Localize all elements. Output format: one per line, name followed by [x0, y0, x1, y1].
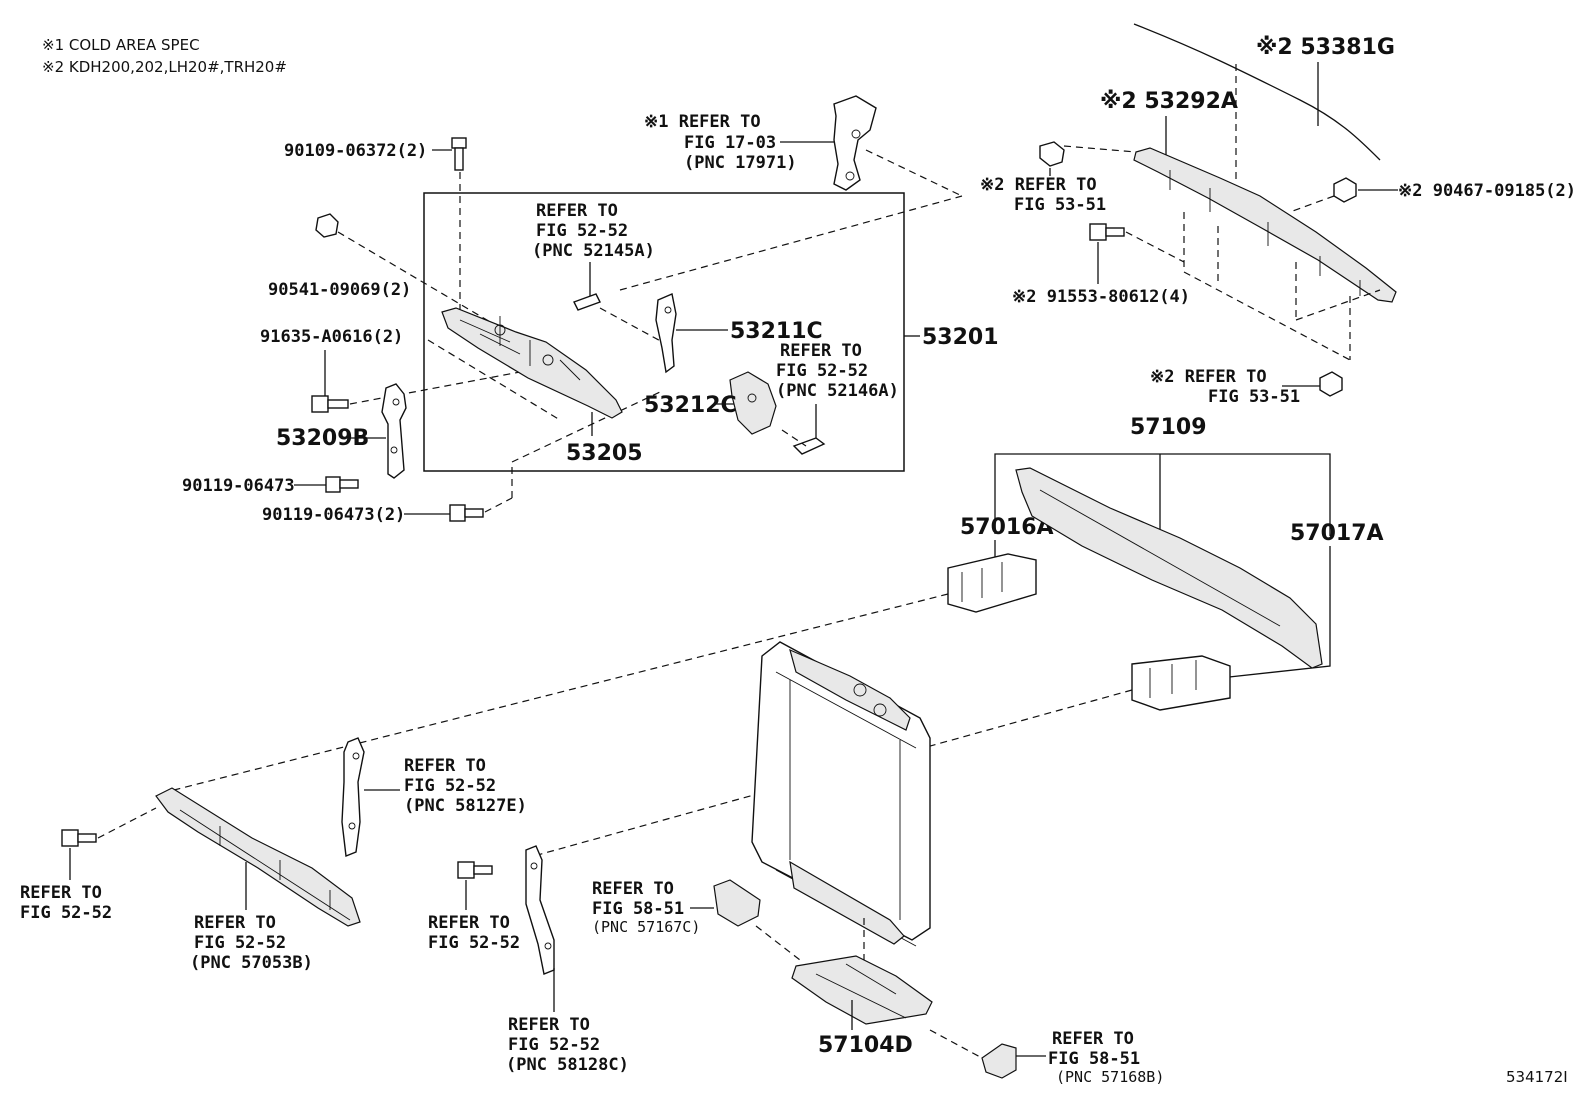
clip-52145a-icon: [573, 293, 601, 311]
part-53292a-label[interactable]: ※2 53292A: [1100, 89, 1238, 114]
bracket-53292a-icon: [1133, 147, 1397, 303]
refer-17971-line1[interactable]: ※1 REFER TO: [644, 112, 761, 132]
part-57109-label[interactable]: 57109: [1130, 415, 1207, 440]
bracket-53212c-icon: [729, 371, 777, 435]
nut-90541-label[interactable]: 90541-09069(2): [268, 280, 411, 300]
radiator-icon: [751, 641, 931, 947]
clip-upper-left-icon: [1039, 141, 1065, 167]
bolt-90109-icon: [451, 137, 467, 171]
refer-17971-line2[interactable]: FIG 17-03: [684, 133, 776, 153]
refer-52146a-line1[interactable]: REFER TO: [780, 341, 862, 361]
refer-52146a-line2[interactable]: FIG 52-52: [776, 361, 868, 381]
brace-58128c-icon: [525, 845, 555, 975]
refer-58128c-line2[interactable]: FIG 52-52: [508, 1035, 600, 1055]
bracket-53209b-icon: [381, 383, 407, 479]
refer-58127e-line1[interactable]: REFER TO: [404, 756, 486, 776]
part-57104d-label[interactable]: 57104D: [818, 1033, 913, 1058]
bolt-90109-label[interactable]: 90109-06372(2): [284, 141, 427, 161]
refer-58127e-line3[interactable]: (PNC 58127E): [404, 796, 527, 816]
refer-57167c-line3[interactable]: (PNC 57167C): [592, 918, 700, 936]
part-53212c-label[interactable]: 53212C: [644, 393, 737, 418]
bolt-90119-pair-icon: [449, 504, 484, 522]
refer-57167c-line2[interactable]: FIG 58-51: [592, 899, 684, 919]
refer-52145a-line3[interactable]: (PNC 52145A): [532, 241, 655, 261]
group-box-53201: [423, 192, 905, 472]
refer-52146a-line3[interactable]: (PNC 52146A): [776, 381, 899, 401]
refer-57167c-line1[interactable]: REFER TO: [592, 879, 674, 899]
brace-58127e-icon: [341, 737, 365, 857]
support-57053b-icon: [155, 787, 361, 927]
refer-57168b-line3[interactable]: (PNC 57168B): [1056, 1068, 1164, 1086]
duct-57016a-icon: [947, 553, 1037, 613]
bolt-90119-single-icon: [325, 476, 359, 493]
refer-17971-line3[interactable]: (PNC 17971): [684, 153, 797, 173]
support-53205-icon: [441, 307, 623, 419]
bolt-91553-icon: [1089, 223, 1125, 241]
refer-57168b-line1[interactable]: REFER TO: [1052, 1029, 1134, 1049]
seal-57168b-icon: [981, 1043, 1017, 1079]
refer-bolt-middle-line1[interactable]: REFER TO: [428, 913, 510, 933]
refer-53-51-upper-line1[interactable]: ※2 REFER TO: [980, 175, 1097, 195]
refer-57168b-line2[interactable]: FIG 58-51: [1048, 1049, 1140, 1069]
bolt-91635-label[interactable]: 91635-A0616(2): [260, 327, 403, 347]
part-57017a-label[interactable]: 57017A: [1290, 521, 1384, 546]
refer-52145a-line1[interactable]: REFER TO: [536, 201, 618, 221]
clip-lower-right-icon: [1319, 371, 1343, 397]
refer-53-51-upper-line2[interactable]: FIG 53-51: [1014, 195, 1106, 215]
part-53205-label[interactable]: 53205: [566, 441, 643, 466]
bracket-53211c-icon: [655, 293, 677, 374]
bolt-left-icon: [61, 829, 97, 847]
seal-57167c-icon: [713, 879, 761, 927]
refer-bolt-left-line1[interactable]: REFER TO: [20, 883, 102, 903]
refer-52145a-line2[interactable]: FIG 52-52: [536, 221, 628, 241]
clip-52146a-icon: [792, 437, 826, 455]
duct-57017a-icon: [1131, 655, 1231, 711]
bracket-17971-icon: [833, 95, 877, 191]
refer-57053b-line3[interactable]: (PNC 57053B): [190, 953, 313, 973]
part-53201-label[interactable]: 53201: [922, 325, 999, 350]
refer-58127e-line2[interactable]: FIG 52-52: [404, 776, 496, 796]
clip-90467-label[interactable]: ※2 90467-09185(2): [1398, 181, 1576, 201]
refer-bolt-left-line2[interactable]: FIG 52-52: [20, 903, 112, 923]
bolt-90119-single-label[interactable]: 90119-06473: [182, 476, 295, 496]
refer-58128c-line3[interactable]: (PNC 58128C): [506, 1055, 629, 1075]
bolt-90119-pair-label[interactable]: 90119-06473(2): [262, 505, 405, 525]
part-53381g-label[interactable]: ※2 53381G: [1256, 35, 1395, 60]
figure-id: 534172I: [1506, 1068, 1568, 1086]
bolt-91553-label[interactable]: ※2 91553-80612(4): [1012, 287, 1190, 307]
refer-58128c-line1[interactable]: REFER TO: [508, 1015, 590, 1035]
refer-53-51-lower-line1[interactable]: ※2 REFER TO: [1150, 367, 1267, 387]
bolt-91635-icon: [311, 395, 349, 413]
note-models: ※2 KDH200,202,LH20#,TRH20#: [42, 58, 287, 76]
bolt-middle-icon: [457, 861, 493, 879]
nut-90541-icon: [315, 213, 339, 238]
refer-57053b-line2[interactable]: FIG 52-52: [194, 933, 286, 953]
cover-57104d-icon: [791, 955, 933, 1025]
refer-53-51-lower-line2[interactable]: FIG 53-51: [1208, 387, 1300, 407]
clip-90467-icon: [1333, 177, 1357, 203]
note-cold-area: ※1 COLD AREA SPEC: [42, 36, 200, 54]
part-53211c-label[interactable]: 53211C: [730, 319, 823, 344]
seal-57109-icon: [1015, 467, 1323, 669]
refer-57053b-line1[interactable]: REFER TO: [194, 913, 276, 933]
refer-bolt-middle-line2[interactable]: FIG 52-52: [428, 933, 520, 953]
